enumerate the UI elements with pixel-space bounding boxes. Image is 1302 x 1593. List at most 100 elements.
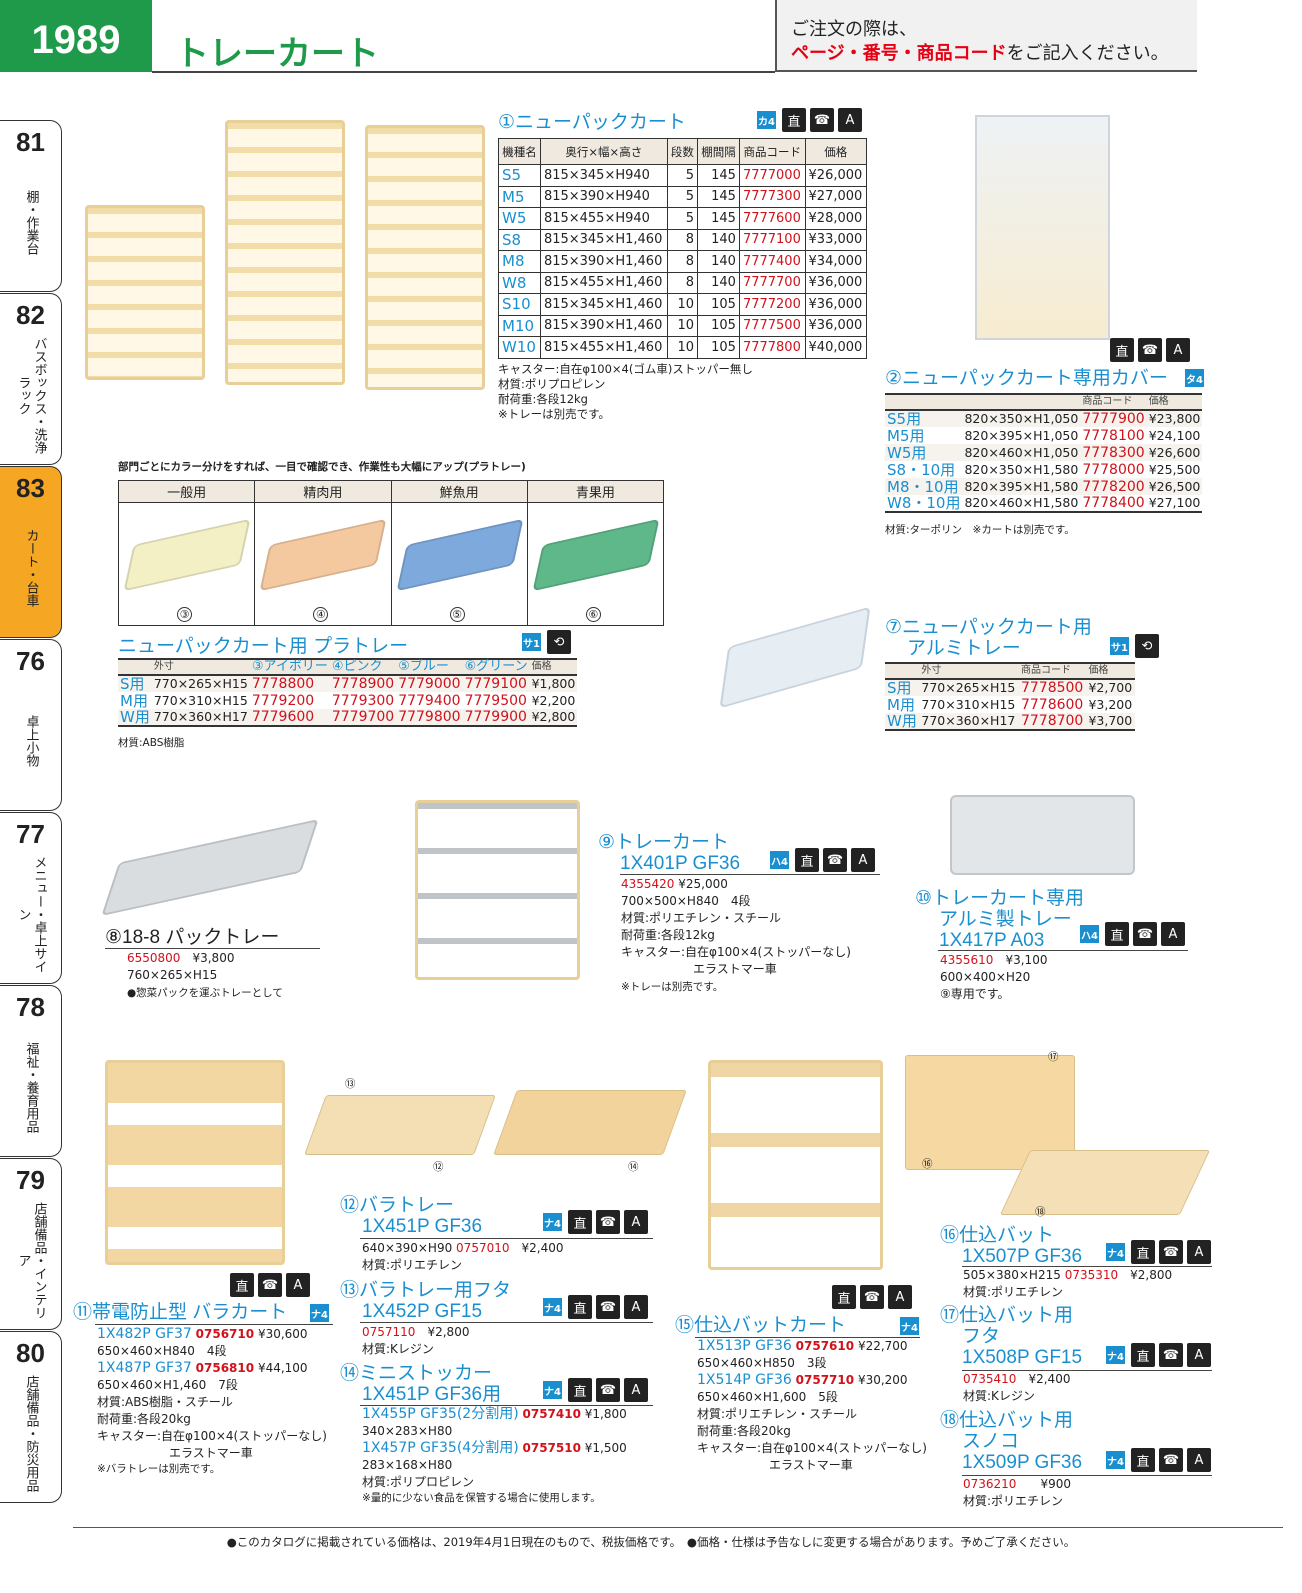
tab-label: 店舗備品・防災用品 [23, 1374, 39, 1492]
delivery-badge: ハ4 [1080, 925, 1099, 943]
model-row: 1X455P GF35(2分割用) 0757410 ¥1,800 [362, 1406, 627, 1423]
product-image-mini-stocker [493, 1090, 687, 1155]
size: 640×390×H90 [362, 1241, 453, 1255]
cell: ¥2,700 [1086, 679, 1135, 696]
title-line1: ⑨トレーカート [598, 832, 730, 853]
table-header-row: 機種名奥行×幅×高さ段数棚間隔商品コード価格 [498, 138, 868, 165]
color-cell: ⑤ [390, 502, 528, 626]
model: S8 [498, 228, 541, 251]
shelf-pitch: 105 [697, 336, 740, 359]
product-2-title: ②ニューパックカート専用カバー [885, 368, 1168, 389]
direct-ship-icon: 直 [781, 108, 806, 132]
product-7-title-line2: アルミトレー [907, 638, 1021, 659]
spec-line: ※トレーは別売です。 [621, 981, 724, 993]
column-header [962, 394, 1081, 411]
tiers: 5 [666, 185, 699, 208]
phone-order-icon: ☎ [595, 1378, 620, 1402]
price: ¥1,800 [584, 1407, 627, 1421]
product-image-cart-m8 [225, 120, 345, 385]
column-header [885, 394, 963, 411]
product-2-icons: 直 ☎ A [1110, 338, 1190, 362]
callout-16: ⑯ [922, 1158, 933, 1170]
cell: ¥23,800 [1146, 410, 1203, 427]
note: 耐荷重:各段12kg [498, 392, 588, 406]
callout-12: ⑫ [433, 1161, 444, 1173]
title-line2: フタ [962, 1326, 1001, 1347]
dimensions: 815×345×H1,460 [539, 293, 668, 316]
spec-line: 耐荷重:各段12kg [621, 928, 715, 942]
cell: 7779100 [462, 675, 530, 692]
dimensions: 815×455×H1,460 [539, 271, 668, 294]
tiers: 8 [666, 250, 699, 273]
phone-order-icon: ☎ [809, 108, 834, 132]
divider [360, 1238, 653, 1239]
cell: 820×395×H1,580 [962, 478, 1081, 495]
column-header: 段数 [666, 138, 699, 165]
price: ¥3,800 [192, 951, 235, 965]
column-header: 価格 [529, 659, 578, 676]
delivery-badge: ナ4 [543, 1381, 562, 1399]
cell: ¥3,200 [1088, 696, 1133, 712]
callout-13: ⑬ [345, 1078, 356, 1090]
product-code: 7777700 [738, 271, 806, 294]
cell: ¥2,800 [529, 709, 578, 726]
dimensions: 815×345×H1,460 [539, 228, 668, 251]
size: 340×283×H80 [362, 1424, 453, 1438]
price: ¥900 [1040, 1477, 1072, 1491]
shelf-pitch: 145 [697, 207, 740, 230]
color-column-header: 鮮魚用 [390, 480, 528, 503]
product-image-cover [975, 115, 1110, 340]
note: キャスター:自在φ100×4(ゴム車)ストッパー無し [498, 362, 753, 376]
direct-ship-icon: 直 [1130, 1448, 1155, 1472]
cell: 770×310×H15 [921, 696, 1016, 712]
model-row: 1X482P GF37 0756710 ¥30,600 [97, 1326, 327, 1343]
product-code: 6550800 [127, 951, 181, 965]
divider [938, 950, 1188, 951]
size: 650×460×H850 3段 [697, 1356, 827, 1370]
product-code: 0757610 [795, 1339, 855, 1353]
cell: 7779300 [331, 692, 395, 709]
tray-image [123, 518, 251, 592]
table-header-row: 商品コード価格 [885, 394, 1203, 411]
spec-line: ※量的に少ない食品を保管する場合に使用します。 [362, 1492, 601, 1504]
model: M5用 [887, 426, 925, 445]
callout-18: ⑱ [1035, 1206, 1046, 1218]
tray-image [532, 518, 660, 592]
spec-line: エラストマー車 [621, 962, 777, 976]
title-line1: ⑭ミニストッカー [340, 1363, 493, 1384]
phone-order-icon: ☎ [1158, 1343, 1183, 1367]
cell: 7779600 [249, 709, 330, 726]
price: ¥30,200 [857, 1373, 908, 1387]
price: ¥2,400 [521, 1241, 564, 1255]
divider [695, 1337, 920, 1338]
spec-line: エラストマー車 [697, 1458, 853, 1472]
tab-number: 78 [16, 992, 45, 1022]
price: ¥28,000 [804, 207, 868, 230]
spec-line: 耐荷重:各段20kg [97, 1412, 191, 1426]
price: ¥33,000 [804, 228, 868, 251]
tab-number: 82 [16, 300, 45, 330]
product-code: 4355420 [621, 877, 675, 891]
note: 材質:ポリエチレン [963, 1285, 1064, 1299]
delivery-badge: ハ4 [770, 851, 789, 869]
callout-number: ④ [313, 607, 329, 622]
product-code: 4355610 [940, 953, 994, 967]
